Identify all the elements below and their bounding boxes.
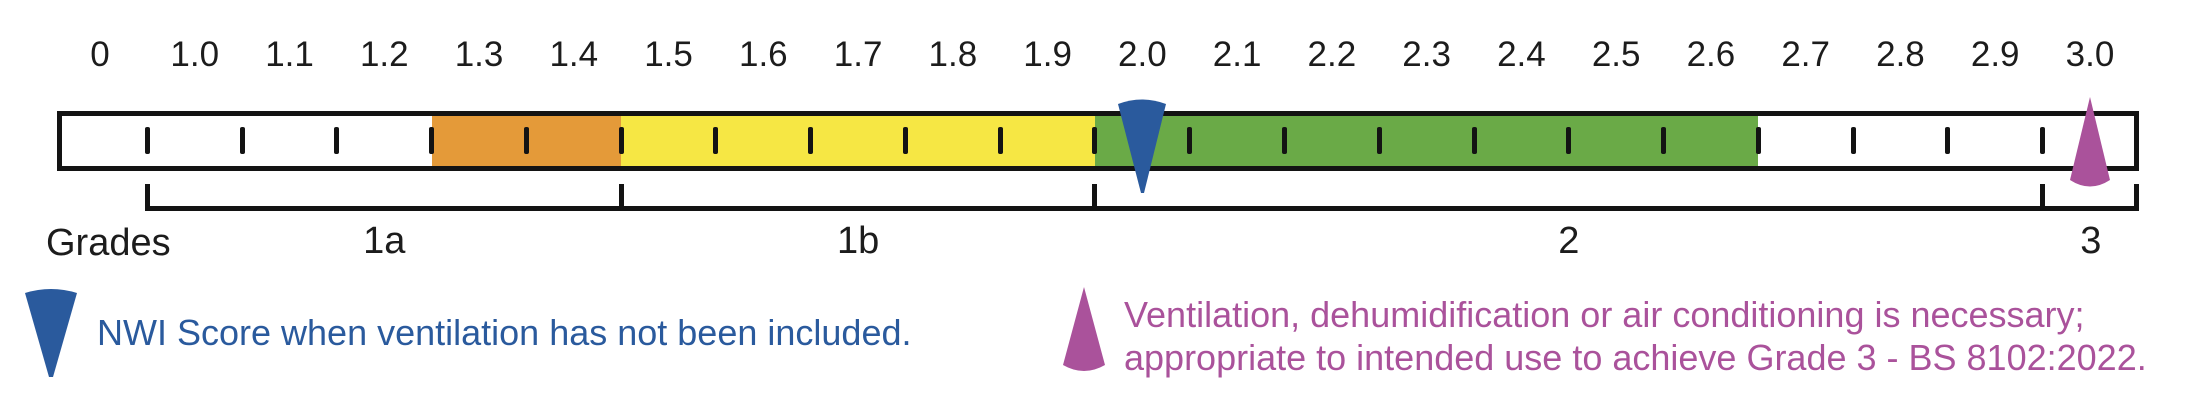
scale-tick <box>1850 127 1856 154</box>
scale-label-2.8: 2.8 <box>1876 35 1925 74</box>
legend-text-nwi: NWI Score when ventilation has not been … <box>97 312 912 353</box>
scale-label-1.6: 1.6 <box>738 35 788 74</box>
grade-label-3: 3 <box>2080 220 2102 262</box>
scale-tick <box>1376 127 1382 154</box>
bracket-riser-end <box>2134 184 2139 211</box>
scale-label-2.4: 2.4 <box>1497 35 1546 74</box>
bracket-riser <box>618 184 624 211</box>
scale-tick <box>334 127 340 154</box>
scale-tick <box>1471 127 1477 154</box>
segment-grade-1b-yellow <box>621 116 1095 166</box>
scale-label-1.2: 1.2 <box>359 35 409 74</box>
legend-text-grade3-line1: Ventilation, dehumidification or air con… <box>1124 294 2085 335</box>
scale-label-2.2: 2.2 <box>1307 35 1357 74</box>
grade-label-1b: 1b <box>836 220 880 262</box>
scale-tick <box>239 127 245 154</box>
scale-label-2.5: 2.5 <box>1591 35 1641 74</box>
scale-label-1.1: 1.1 <box>265 35 314 74</box>
scale-tick <box>1945 127 1951 154</box>
bracket-riser <box>144 184 150 211</box>
scale-label-3.0: 3.0 <box>2065 35 2115 74</box>
scale-tick <box>997 127 1003 154</box>
scale-tick <box>1661 127 1667 154</box>
up-arrow-icon <box>2069 97 2110 187</box>
scale-tick <box>1092 127 1098 154</box>
scale-label-2.1: 2.1 <box>1212 35 1262 74</box>
scale-tick <box>429 127 435 154</box>
scale-tick <box>1187 127 1193 154</box>
segment-grade-2-green <box>1094 116 1759 166</box>
grade-3-marker <box>2069 97 2110 187</box>
scale-label-2.6: 2.6 <box>1686 35 1736 74</box>
legend-up-arrow-icon <box>1063 287 1105 371</box>
ruler-bar <box>57 111 2139 171</box>
bracket-riser <box>1092 184 1098 211</box>
scale-label-1.5: 1.5 <box>644 35 693 74</box>
scale-tick <box>2040 127 2046 154</box>
scale-label-1.4: 1.4 <box>549 35 599 74</box>
scale-tick <box>144 127 150 154</box>
scale-tick <box>1755 127 1761 154</box>
nwi-score-marker <box>1118 99 1167 193</box>
scale-label-1.9: 1.9 <box>1023 35 1072 74</box>
scale-tick <box>618 127 624 154</box>
scale-tick <box>713 127 719 154</box>
scale-label-1.0: 1.0 <box>170 35 220 74</box>
grades-row-title: Grades <box>46 222 171 264</box>
bracket-line <box>147 206 2139 211</box>
scale-label-2.0: 2.0 <box>1118 35 1167 74</box>
down-arrow-icon <box>1118 99 1167 193</box>
scale-label-2.3: 2.3 <box>1402 35 1451 74</box>
scale-label-1.3: 1.3 <box>454 35 504 74</box>
scale-label-2.9: 2.9 <box>1970 35 2020 74</box>
scale-label-1.7: 1.7 <box>833 35 883 74</box>
scale-label-0: 0 <box>90 35 110 74</box>
legend-text-grade3-line2: appropriate to intended use to achieve G… <box>1124 337 2147 378</box>
grade-label-1a: 1a <box>363 220 406 262</box>
scale-label-1.8: 1.8 <box>928 35 978 74</box>
scale-tick <box>1566 127 1572 154</box>
legend-down-arrow-icon <box>25 289 77 377</box>
grade-label-2: 2 <box>1558 220 1580 262</box>
scale-label-2.7: 2.7 <box>1781 35 1830 74</box>
scale-tick <box>902 127 908 154</box>
bracket-riser <box>2040 184 2046 211</box>
scale-tick <box>808 127 814 154</box>
scale-tick <box>523 127 529 154</box>
scale-tick <box>1282 127 1287 154</box>
